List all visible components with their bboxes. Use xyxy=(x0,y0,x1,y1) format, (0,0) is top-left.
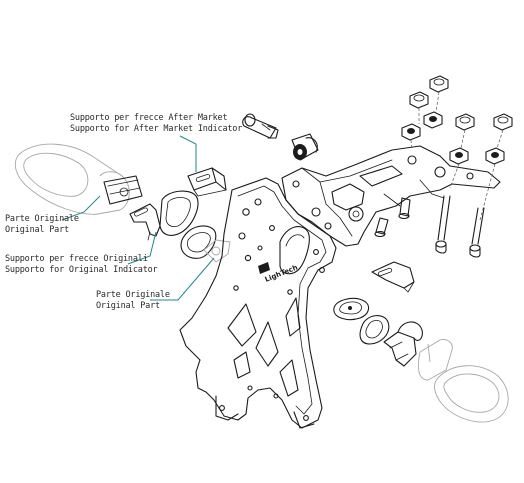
label-original-support: Supporto per frecce Originali Supporto f… xyxy=(5,254,158,276)
label-original-part-2: Parte Originale Original Part xyxy=(96,290,170,312)
label-original-part-2-en: Original Part xyxy=(96,301,160,311)
label-after-market-support: Supporto per frecce After Market Support… xyxy=(70,113,242,135)
callout-original-support xyxy=(127,231,157,265)
original-part-washer-right xyxy=(333,297,370,321)
pivot-pin xyxy=(242,113,279,139)
rubber-bushing xyxy=(291,133,319,161)
right-original-indicator xyxy=(417,339,509,423)
original-rubber-ring-right xyxy=(359,315,390,345)
flange-nut-2 xyxy=(423,111,443,129)
label-original-part-1-en: Original Part xyxy=(5,225,69,235)
long-bolts xyxy=(374,195,485,258)
callout-after-market xyxy=(179,135,197,172)
label-original-part-1: Parte Originale Original Part xyxy=(5,214,79,236)
nut-2 xyxy=(429,75,449,93)
flange-nut-4 xyxy=(485,147,505,165)
callout-original-part-2 xyxy=(150,257,215,301)
bolt-2 xyxy=(469,207,485,258)
short-bolt-1 xyxy=(398,197,411,220)
aftermarket-indicator-support-right xyxy=(371,261,415,293)
aftermarket-indicator-support xyxy=(187,167,227,197)
nut-row-lower xyxy=(401,111,505,165)
nut-4 xyxy=(493,113,513,131)
original-part-washer-left xyxy=(203,239,231,263)
original-rubber-ring-left xyxy=(159,190,199,236)
flange-nut-1 xyxy=(401,123,421,141)
original-indicator-support xyxy=(129,203,161,241)
label-after-market-support-en: Supporto for After Market Indicator xyxy=(70,124,243,134)
flange-nut-3 xyxy=(449,147,469,165)
main-plate xyxy=(179,177,337,429)
nut-3 xyxy=(455,113,475,131)
upper-mount-bracket xyxy=(281,145,501,247)
original-rubber-ring-triangle xyxy=(180,225,217,259)
nut-row-top xyxy=(409,75,513,131)
label-after-market-support-it: Supporto per frecce After Market xyxy=(70,113,228,123)
label-original-support-en: Supporto for Original Indicator xyxy=(5,265,158,275)
label-original-part-2-it: Parte Originale xyxy=(96,290,170,300)
callout-original-part-1 xyxy=(61,195,101,221)
original-indicator-support-right xyxy=(383,321,423,367)
nut-1 xyxy=(409,91,429,109)
left-indicator-stem xyxy=(103,175,143,205)
label-original-part-1-it: Parte Originale xyxy=(5,214,79,224)
assembly-guide-lines xyxy=(410,91,504,221)
bolt-1 xyxy=(435,195,451,254)
callouts xyxy=(61,135,215,301)
short-bolt-2 xyxy=(374,217,389,238)
label-original-support-it: Supporto per frecce Originali xyxy=(5,254,148,264)
lightech-logo: LighTech xyxy=(258,262,299,284)
left-original-indicator xyxy=(14,143,130,215)
